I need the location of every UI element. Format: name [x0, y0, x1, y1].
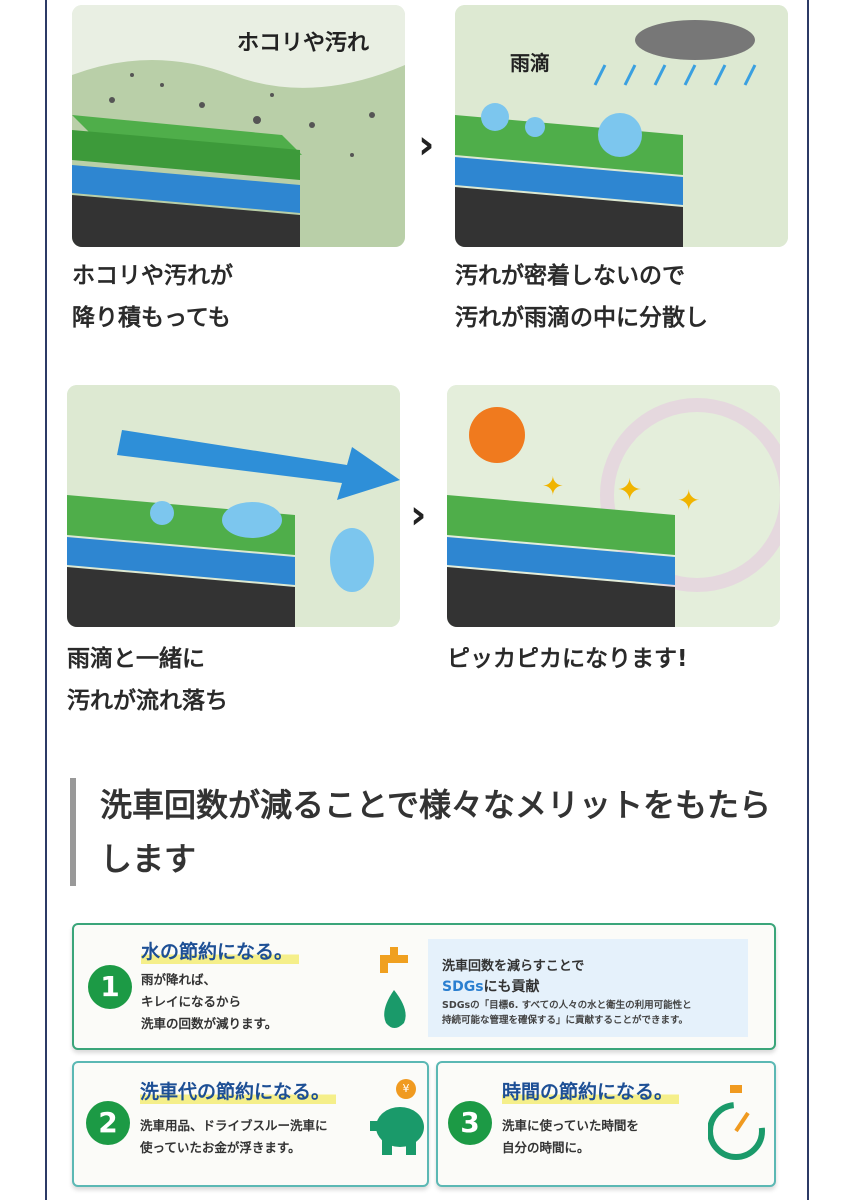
text-line: 雨が降れば、: [141, 972, 217, 987]
caption-line: 汚れが密着しないので: [455, 263, 685, 289]
svg-text:✦: ✦: [617, 473, 642, 508]
text-line: 洗車用品、ドライブスルー洗車に: [140, 1118, 328, 1133]
illustration-shine: ✦ ✦ ✦: [447, 385, 780, 627]
card-title: 水の節約になる。: [141, 937, 300, 964]
step3-caption: 雨滴と一緒に汚れが流れ落ち: [67, 638, 228, 722]
number-badge: 2: [86, 1101, 130, 1145]
caption-line: ホコリや汚れが: [72, 263, 233, 289]
yen-coin-icon: ¥: [396, 1079, 416, 1099]
sdg-label: SDGs: [442, 979, 484, 995]
card-title: 洗車代の節約になる。: [140, 1077, 337, 1104]
page-frame: [45, 0, 809, 1200]
faucet-icon: [380, 947, 408, 1028]
benefit-card-money: 2 洗車代の節約になる。 洗車用品、ドライブスルー洗車に使っていたお金が浮きます…: [72, 1061, 429, 1187]
sdg-detail: SDGsの「目標6. すべての人々の水と衛生の利用可能性と持続可能な管理を確保す…: [442, 998, 734, 1028]
illustration-flow: [67, 385, 400, 627]
text-line: 使っていたお金が浮きます。: [140, 1140, 301, 1155]
detail-line: SDGsの「目標6. すべての人々の水と衛生の利用可能性と: [442, 1000, 692, 1011]
caption-line: 降り積もっても: [72, 305, 231, 331]
card-text: 洗車用品、ドライブスルー洗車に使っていたお金が浮きます。: [140, 1115, 328, 1159]
sdg-suffix: にも貢献: [483, 979, 540, 995]
benefit-card-water: 1 水の節約になる。 雨が降れば、キレイになるから洗車の回数が減ります。 洗車回…: [72, 923, 776, 1050]
number-badge: 3: [448, 1101, 492, 1145]
illustration-raindrops: 雨滴: [455, 5, 788, 247]
caption-line: ピッカピカになります!: [447, 646, 688, 672]
step1-caption: ホコリや汚れが降り積もっても: [72, 255, 233, 339]
stopwatch-icon: [708, 1085, 765, 1160]
section-heading: 洗車回数が減ることで様々なメリットをもたらします: [70, 778, 790, 886]
text-line: キレイになるから: [141, 994, 242, 1009]
card-text: 洗車に使っていた時間を自分の時間に。: [502, 1115, 639, 1159]
illustration-dust: ホコリや汚れ: [72, 5, 405, 247]
dust-label: ホコリや汚れ: [237, 31, 369, 56]
sdg-line1: 洗車回数を減らすことで: [442, 959, 585, 974]
piggy-bank-icon: [370, 1107, 424, 1155]
text-line: 自分の時間に。: [502, 1140, 590, 1155]
text-line: 洗車の回数が減ります。: [141, 1016, 278, 1031]
raindrop-label: 雨滴: [510, 51, 550, 75]
detail-line: 持続可能な管理を確保する」に貢献することができます。: [442, 1015, 689, 1026]
next-arrow-icon: ›: [410, 492, 427, 538]
step4-caption: ピッカピカになります!: [447, 638, 688, 680]
card-text: 雨が降れば、キレイになるから洗車の回数が減ります。: [141, 969, 277, 1035]
step2-caption: 汚れが密着しないので汚れが雨滴の中に分散し: [455, 255, 708, 339]
card-title: 時間の節約になる。: [502, 1077, 680, 1104]
caption-line: 雨滴と一緒に: [67, 646, 205, 672]
benefit-card-time: 3 時間の節約になる。 洗車に使っていた時間を自分の時間に。: [436, 1061, 776, 1187]
caption-line: 汚れが流れ落ち: [67, 688, 228, 714]
text-line: 洗車に使っていた時間を: [502, 1118, 639, 1133]
svg-text:✦: ✦: [677, 484, 700, 517]
caption-line: 汚れが雨滴の中に分散し: [455, 305, 708, 331]
number-badge: 1: [88, 965, 132, 1009]
svg-text:✦: ✦: [542, 472, 564, 502]
sdg-line2: SDGsにも貢献: [442, 976, 734, 996]
next-arrow-icon: ›: [418, 122, 435, 168]
